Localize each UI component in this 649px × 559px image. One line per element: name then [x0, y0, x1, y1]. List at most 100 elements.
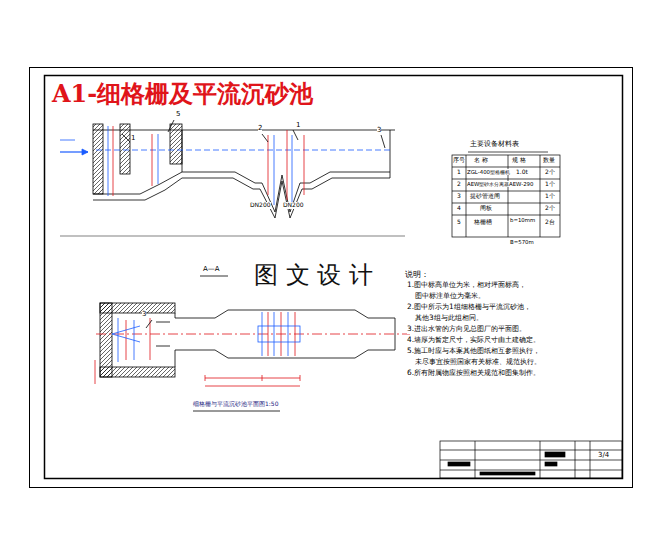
drawing-line: [287, 130, 288, 200]
section-label: A—A: [203, 265, 220, 273]
note-line: 3.进出水管的方向见总图厂的平面图。: [407, 325, 526, 334]
drawing-line: [452, 203, 560, 204]
table-cell: ZGL-400型格栅机: [467, 169, 510, 175]
drawing-line: [182, 130, 183, 172]
note-line: 5.施工时应与本案其他图纸相互参照执行，: [407, 347, 540, 356]
drawing-path: [175, 350, 395, 358]
table-cell: 2个: [545, 205, 555, 212]
drawing-line: [118, 318, 119, 362]
drawing-rect: [45, 76, 623, 479]
note-line: 1.图中标高单位为米，相对坪面标高，: [407, 281, 526, 290]
drawing-rect: [30, 68, 633, 488]
table-header: 规 格: [512, 157, 526, 164]
table-cell: 2个: [545, 169, 555, 176]
drawing-line: [122, 134, 130, 142]
sheet-frame: [30, 68, 633, 488]
drawing-line: [281, 312, 282, 356]
drawing-line: [262, 375, 263, 381]
drawing-line: [395, 318, 396, 350]
drawing-line: [175, 313, 176, 318]
drawing-line: [295, 312, 296, 356]
pipe-label: DN200: [283, 202, 304, 209]
drawing-line: [96, 150, 390, 151]
drawing-path: [93, 172, 182, 194]
title-block: [440, 441, 622, 478]
drawing-line: [146, 320, 152, 328]
drawing-line: [108, 126, 109, 196]
drawing-line: [152, 134, 153, 186]
pipe-label: DN200: [250, 202, 271, 209]
drawing-rect: [120, 124, 130, 174]
drawing-line: [205, 386, 300, 387]
drawing-line: [158, 134, 159, 184]
drawing-path: [93, 178, 182, 200]
drawing-rect: [480, 472, 535, 475]
sheet-title: A1-细格栅及平流沉砂池: [52, 80, 313, 108]
drawing-line: [113, 126, 114, 196]
table-cell: 1个: [545, 181, 555, 188]
drawing-rect: [545, 462, 557, 466]
drawing-line: [262, 134, 268, 142]
drawing-line: [540, 155, 541, 237]
drawing-line: [175, 350, 176, 367]
table-cell: 闸板: [480, 205, 492, 212]
drawing-line: [590, 441, 591, 478]
drawing-path: [175, 310, 395, 318]
drawing-line: [440, 470, 622, 471]
drawing-line: [93, 130, 395, 131]
callout-number: 1: [296, 121, 300, 129]
drawing-line: [96, 334, 410, 335]
drawing-line: [150, 318, 151, 360]
table-cell: B=570m: [510, 239, 534, 245]
drawing-line: [452, 191, 560, 192]
drawing-line: [293, 130, 298, 140]
drawing-line: [168, 120, 174, 132]
table-cell: b=10mm: [510, 217, 535, 223]
drawing-rect: [93, 124, 103, 194]
drawing-line: [304, 135, 305, 195]
table-cell: 1个: [545, 193, 555, 200]
drawing-line: [60, 236, 405, 237]
elevation-view: [60, 120, 405, 276]
drawing-line: [440, 450, 622, 451]
drawing-line: [205, 375, 206, 381]
drawing-line: [440, 460, 622, 461]
table-cell: 1.0t: [516, 169, 528, 176]
drawing-line: [540, 441, 541, 478]
drawing-line: [475, 441, 476, 478]
table-cell: 提砂管道闸: [470, 193, 500, 200]
sheet-number: 3/4: [598, 451, 609, 459]
table-cell: 1: [457, 169, 461, 176]
drawing-line: [60, 140, 75, 141]
drawing-path: [182, 178, 390, 218]
watermark: 图 文 设 计: [254, 262, 373, 290]
drawing-line: [466, 155, 467, 237]
table-title: 主要设备材料表: [470, 140, 519, 148]
note-line: 6.所有附属物应按照相关规范和图集制作。: [407, 369, 540, 378]
drawing-rect: [100, 303, 112, 377]
drawing-line: [274, 135, 275, 205]
drawing-line: [292, 135, 293, 205]
note-line: 2.图中所示为1组细格栅与平流沉砂池，: [407, 303, 531, 312]
note-line: 其他3组与此组相同。: [415, 314, 483, 323]
drawing-line: [452, 167, 560, 168]
drawing-line: [390, 130, 391, 178]
drawing-line: [468, 152, 548, 153]
drawing-rect: [545, 452, 565, 457]
table-header: 序号: [453, 157, 465, 164]
drawing-rect: [448, 462, 470, 466]
note-line: 未尽事宜按照国家有关标准、规范执行。: [415, 358, 541, 367]
callout-number: 5: [176, 110, 180, 118]
drawing-path: [82, 149, 88, 155]
table-header: 名 称: [474, 157, 488, 164]
note-line: 4.墙厚为暂定尺寸，实际尺寸由土建确定。: [407, 336, 540, 345]
table-cell: 2台: [545, 219, 555, 226]
drawing-rect: [100, 367, 175, 377]
drawing-rect: [258, 326, 300, 342]
drawing-line: [126, 320, 127, 360]
callout-number: 1: [131, 134, 135, 142]
table-cell: 格栅槽: [474, 219, 492, 226]
drawing-line: [288, 312, 289, 356]
table-cell: 2: [457, 181, 461, 188]
